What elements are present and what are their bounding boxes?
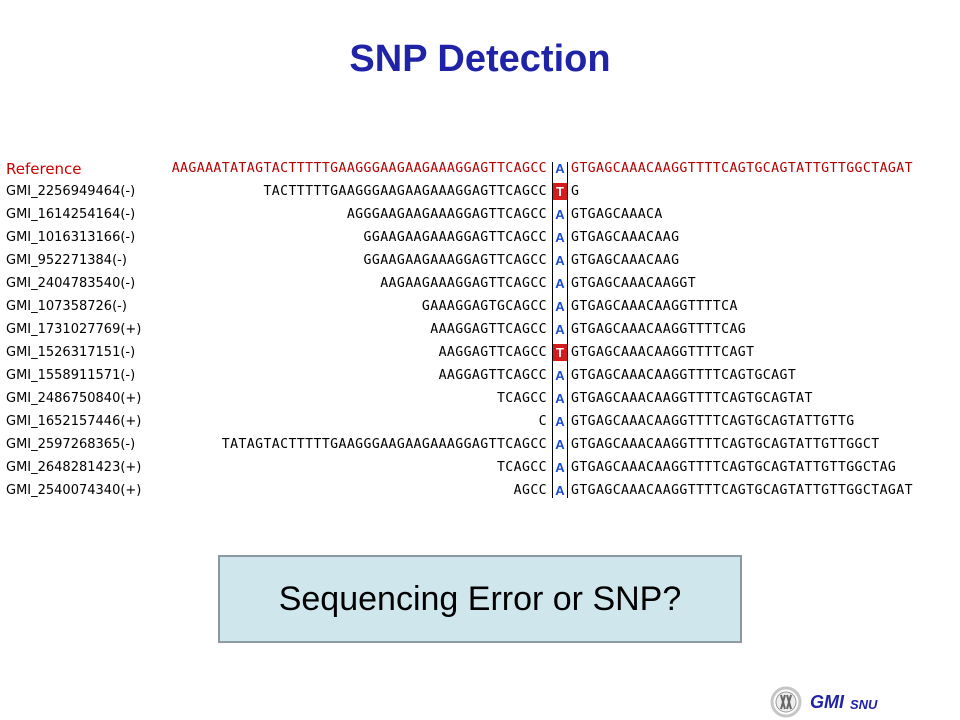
read-left-sequence: AGCC — [513, 483, 547, 498]
read-row: GMI_2597268365(-) TATAGTACTTTTTGAAGGGAAGA… — [0, 434, 960, 456]
read-label: GMI_2597268365(-) — [6, 437, 136, 452]
question-text: Sequencing Error or SNP? — [278, 579, 682, 618]
snp-base: A — [553, 206, 567, 223]
read-row: GMI_1526317151(-) AAGGAGTTCAGCC T GTGAGCAAA… — [0, 342, 960, 364]
snp-base: A — [553, 321, 567, 338]
snp-base: A — [553, 275, 567, 292]
read-right-sequence: GTGAGCAAACAAGGTTTTCAGT — [571, 345, 755, 360]
snp-base: A — [553, 413, 567, 430]
reference-left-sequence: AAGAAATATAGTACTTTTTGAAGGGAAGAAGAAAGGAGTT… — [171, 161, 547, 176]
snp-base: A — [553, 482, 567, 499]
read-label: GMI_2540074340(+) — [6, 483, 142, 498]
page-title: SNP Detection — [349, 38, 611, 80]
snp-base: A — [553, 436, 567, 453]
question-box: Sequencing Error or SNP? — [218, 555, 742, 643]
read-label: GMI_1614254164(-) — [6, 207, 136, 222]
read-right-sequence: GTGAGCAAACAAG — [571, 253, 680, 268]
read-left-sequence: GAAAGGAGTGCAGCC — [421, 299, 547, 314]
variant-base: T — [553, 344, 567, 361]
read-left-sequence: GGAAGAAGAAAGGAGTTCAGCC — [363, 230, 547, 245]
read-left-sequence: AAGAAGAAAGGAGTTCAGCC — [380, 276, 547, 291]
snp-base: A — [553, 459, 567, 476]
reference-right-sequence: GTGAGCAAACAAGGTTTTCAGTGCAGTATTGTTGGCTAGA… — [571, 161, 913, 176]
read-right-sequence: GTGAGCAAACAAGGTTTTCAGTGCAGTATTGTTGGCTAG — [571, 460, 897, 475]
read-right-sequence: GTGAGCAAACAAGGTTTTCAGTGCAGTAT — [571, 391, 813, 406]
read-left-sequence: TCAGCC — [496, 391, 547, 406]
read-left-sequence: TATAGTACTTTTTGAAGGGAAGAAGAAAGGAGTTCAGCC — [221, 437, 547, 452]
read-left-sequence: C — [538, 414, 547, 429]
read-row: GMI_1614254164(-) AGGGAAGAAGAAAGGAGTTCAGC… — [0, 204, 960, 226]
reference-label: Reference — [6, 160, 82, 178]
variant-base: T — [553, 183, 567, 200]
read-row: GMI_2256949464(-) TACTTTTTGAAGGGAAGAAGAAA… — [0, 181, 960, 203]
read-right-sequence: GTGAGCAAACAAGGTTTTCA — [571, 299, 738, 314]
read-left-sequence: AAGGAGTTCAGCC — [438, 368, 547, 383]
read-right-sequence: G — [571, 184, 580, 199]
read-label: GMI_1526317151(-) — [6, 345, 136, 360]
read-left-sequence: TCAGCC — [496, 460, 547, 475]
read-row: GMI_107358726(-) GAAAGGAGTGCAGCC A GTGAGCAA… — [0, 296, 960, 318]
logo-snu-text: SNU — [850, 697, 878, 712]
gmi-snu-logo: GMI SNU — [770, 686, 920, 720]
read-right-sequence: GTGAGCAAACAAGGTTTTCAGTGCAGTATTGTTGGCTAGA… — [571, 483, 913, 498]
read-row: GMI_2540074340(+) AGCC A GTGAGCAAACAAGGTTTT… — [0, 480, 960, 502]
read-label: GMI_1731027769(+) — [6, 322, 142, 337]
snp-base: A — [553, 229, 567, 246]
read-label: GMI_107358726(-) — [6, 299, 127, 314]
read-left-sequence: AAGGAGTTCAGCC — [438, 345, 547, 360]
snp-base: A — [553, 252, 567, 269]
read-right-sequence: GTGAGCAAACAAGGTTTTCAGTGCAGTATTGTTGGCT — [571, 437, 880, 452]
read-row: GMI_2486750840(+) TCAGCC A GTGAGCAAACAAGGTT… — [0, 388, 960, 410]
read-row: GMI_1558911571(-) AAGGAGTTCAGCC A GTGAGCAAA… — [0, 365, 960, 387]
reference-snp-base: A — [553, 160, 567, 177]
read-row: GMI_2404783540(-) AAGAAGAAAGGAGTTCAGCC A GT… — [0, 273, 960, 295]
read-row: GMI_2648281423(+) TCAGCC A GTGAGCAAACAAGGTT… — [0, 457, 960, 479]
reference-row: Reference AAGAAATATAGTACTTTTTGAAGGGAAGAA… — [0, 158, 960, 180]
read-label: GMI_1652157446(+) — [6, 414, 142, 429]
read-label: GMI_2486750840(+) — [6, 391, 142, 406]
snp-base: A — [553, 390, 567, 407]
read-left-sequence: AAAGGAGTTCAGCC — [430, 322, 547, 337]
read-label: GMI_2404783540(-) — [6, 276, 136, 291]
read-right-sequence: GTGAGCAAACAAGGTTTTCAGTGCAGT — [571, 368, 797, 383]
read-row: GMI_1016313166(-) GGAAGAAGAAAGGAGTTCAGCC A… — [0, 227, 960, 249]
read-label: GMI_2256949464(-) — [6, 184, 136, 199]
snp-base: A — [553, 367, 567, 384]
read-left-sequence: AGGGAAGAAGAAAGGAGTTCAGCC — [346, 207, 547, 222]
chromosome-logo-icon — [770, 686, 802, 718]
read-right-sequence: GTGAGCAAACAAGGTTTTCAG — [571, 322, 747, 337]
read-row: GMI_1731027769(+) AAAGGAGTTCAGCC A GTGAGCAA… — [0, 319, 960, 341]
read-label: GMI_2648281423(+) — [6, 460, 142, 475]
read-right-sequence: GTGAGCAAACAAGGTTTTCAGTGCAGTATTGTTG — [571, 414, 855, 429]
snp-base: A — [553, 298, 567, 315]
logo-gmi-text: GMI — [810, 692, 844, 712]
read-left-sequence: GGAAGAAGAAAGGAGTTCAGCC — [363, 253, 547, 268]
read-right-sequence: GTGAGCAAACAAG — [571, 230, 680, 245]
read-label: GMI_952271384(-) — [6, 253, 127, 268]
read-right-sequence: GTGAGCAAACAAGGT — [571, 276, 697, 291]
read-label: GMI_1558911571(-) — [6, 368, 136, 383]
read-left-sequence: TACTTTTTGAAGGGAAGAAGAAAGGAGTTCAGCC — [263, 184, 547, 199]
read-label: GMI_1016313166(-) — [6, 230, 136, 245]
read-right-sequence: GTGAGCAAACA — [571, 207, 663, 222]
